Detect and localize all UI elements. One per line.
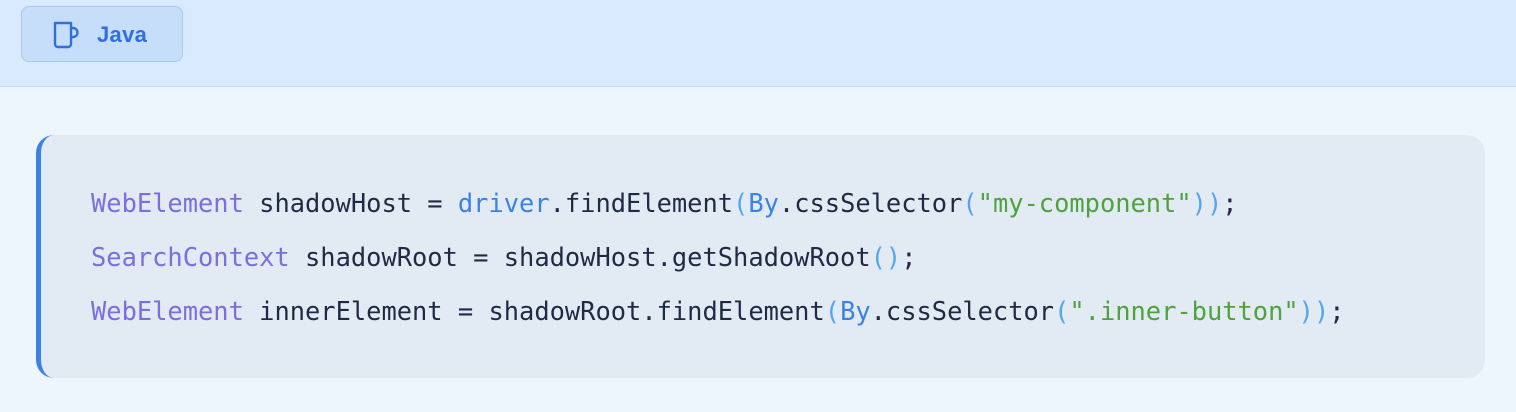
code-token-paren: ( (824, 296, 841, 326)
code-line: SearchContext shadowRoot = shadowHost.ge… (91, 237, 917, 277)
code-token-string: ".inner-button" (1069, 296, 1299, 326)
code-token-paren: ( (962, 188, 978, 218)
code-token-paren: )) (1191, 188, 1223, 218)
code-token-type: WebElement (91, 188, 244, 218)
code-token-paren: () (870, 242, 902, 272)
code-token-type: SearchContext (91, 242, 290, 272)
code-line: WebElement innerElement = shadowRoot.fin… (91, 291, 1345, 331)
code-token-object: By (748, 188, 779, 218)
code-token-type: WebElement (91, 296, 244, 326)
code-token: ; (1222, 188, 1238, 218)
tab-label: Java (97, 22, 148, 47)
code-token: .cssSelector (778, 188, 963, 218)
code-token-paren: )) (1298, 296, 1330, 326)
code-block: WebElement shadowHost = driver.findEleme… (36, 135, 1485, 378)
tab-java[interactable]: Java (21, 6, 183, 62)
code-token: shadowHost = (243, 188, 458, 218)
code-token-paren: ( (1054, 296, 1070, 326)
code-token-string: "my-component" (977, 188, 1192, 218)
code-token-paren: ( (733, 188, 749, 218)
coffee-cup-icon (51, 20, 83, 50)
code-token: innerElement = shadowRoot.findElement (243, 296, 825, 326)
language-tab-bar: Java (0, 0, 1516, 87)
code-token: ; (901, 242, 917, 272)
code-token: .findElement (549, 188, 734, 218)
code-token-object: By (840, 296, 871, 326)
code-token: ; (1329, 296, 1345, 326)
code-token: shadowRoot = shadowHost.getShadowRoot (289, 242, 871, 272)
code-token-object: driver (457, 188, 550, 218)
code-line: WebElement shadowHost = driver.findEleme… (91, 183, 1238, 223)
code-token: .cssSelector (870, 296, 1055, 326)
